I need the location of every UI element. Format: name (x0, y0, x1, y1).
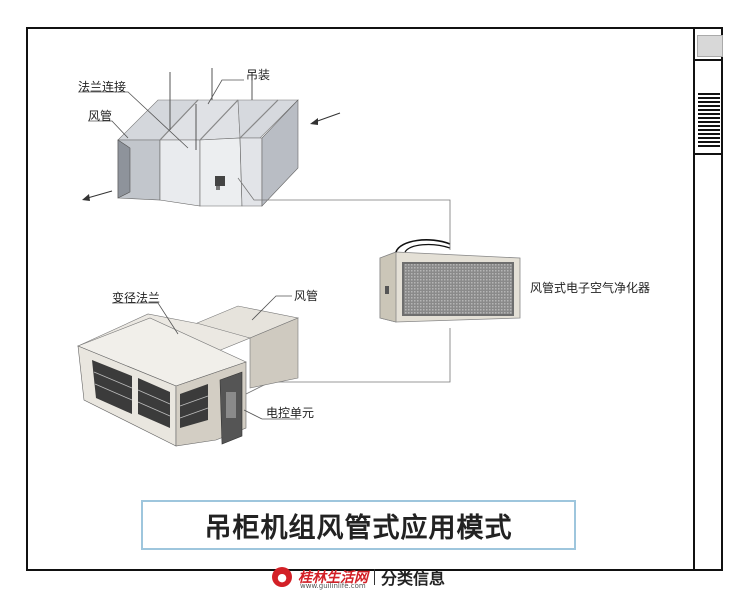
purifier-unit (379, 239, 521, 323)
top-leader-lines (78, 79, 244, 149)
right-scroll-panel[interactable] (693, 27, 723, 571)
reducer-flange-label: 变径法兰 (112, 291, 161, 305)
top-duct-assembly (82, 68, 341, 207)
purifier-label: 风管式电子空气净化器 (530, 281, 651, 295)
control-unit-label: 电控单元 (266, 406, 315, 420)
page-title: 吊柜机组风管式应用模式 (204, 512, 513, 544)
connection-lines (237, 177, 451, 395)
sidebar-divider (695, 153, 723, 155)
watermark: ● 桂林生活网 www.guilinlife.com 分类信息 (272, 565, 446, 590)
watermark-tag: 分类信息 (381, 569, 446, 588)
flange-connection-label: 法兰连接 (78, 80, 127, 94)
site-logo-icon: ● (272, 567, 292, 587)
duct-label-bottom: 风管 (294, 289, 319, 303)
scroll-thumb[interactable] (698, 93, 720, 149)
sidebar-divider (695, 59, 723, 61)
duct-label-top: 风管 (88, 109, 113, 123)
watermark-site: 桂林生活网 (298, 570, 368, 586)
scroll-up-button[interactable] (697, 35, 723, 57)
title-box: 吊柜机组风管式应用模式 (141, 500, 576, 550)
bottom-leader-lines (112, 295, 300, 420)
hoisting-label: 吊装 (246, 68, 271, 82)
watermark-url: www.guilinlife.com (300, 582, 366, 590)
bottom-cabinet-assembly (77, 305, 300, 447)
watermark-separator (374, 569, 375, 585)
